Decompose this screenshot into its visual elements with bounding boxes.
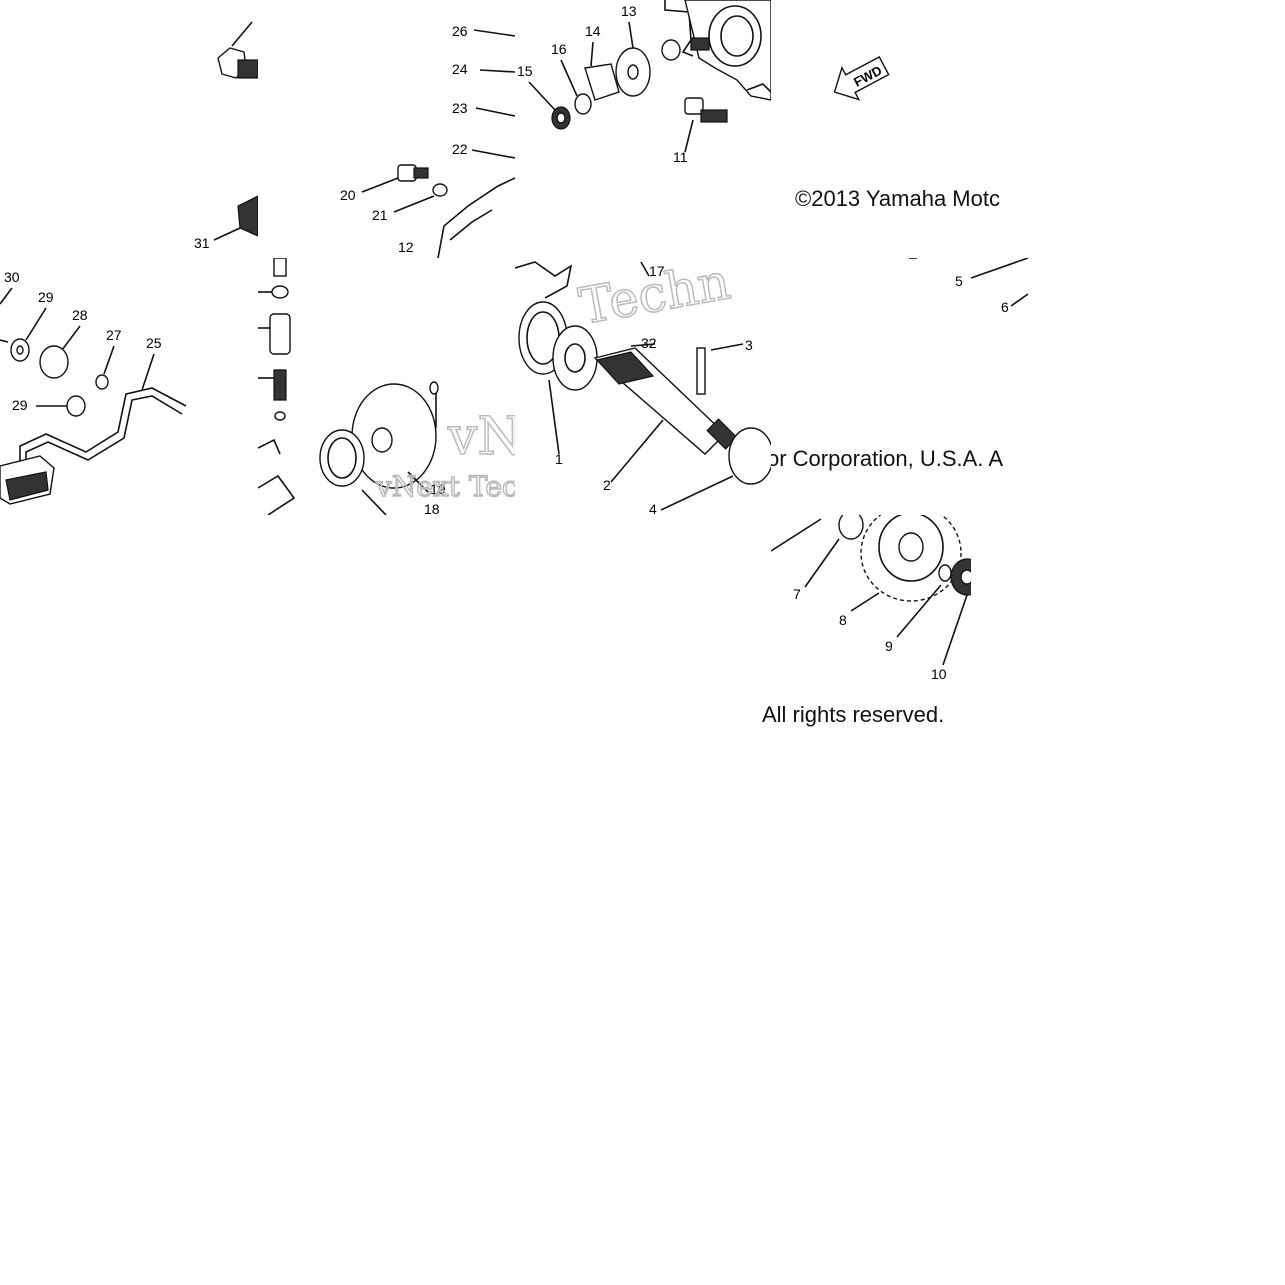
callout-32: 32 — [641, 335, 657, 351]
oil-seal-18 — [319, 429, 365, 487]
watermark-bottom: vNext Tec — [375, 470, 515, 503]
callout-25: 25 — [146, 335, 162, 351]
callout-23: 23 — [452, 100, 468, 116]
callout-29-lower: 29 — [12, 397, 28, 413]
callout-11: 11 — [673, 149, 688, 165]
callout-30: 30 — [4, 269, 20, 285]
callout-31: 31 — [194, 235, 210, 251]
pump-cover — [684, 0, 771, 101]
watermark-top: Techn — [575, 258, 734, 336]
tile-top-center-right-drawing: 13 14 16 15 — [517, 0, 771, 165]
tile-middle-center-right: 17 32 3 1 2 4 Techn — [515, 258, 771, 515]
o-ring — [661, 39, 681, 61]
washer-16 — [574, 93, 592, 115]
spring — [273, 369, 287, 401]
collar-27 — [95, 374, 109, 390]
callout-9: 9 — [885, 638, 893, 654]
callout-18: 18 — [424, 501, 440, 515]
callout-3: 3 — [745, 337, 753, 353]
bolt-11 — [684, 97, 728, 123]
callout-2: 2 — [603, 477, 611, 493]
gasket-32 — [552, 325, 598, 391]
callout-5: 5 — [955, 273, 963, 289]
washer-7 — [838, 515, 864, 540]
tile-middle-left: 30 29 28 27 25 29 — [0, 258, 258, 515]
tile-top-right-drawing: FWD — [833, 56, 890, 101]
copyright-text-part2: or Corporation, U.S.A. A — [771, 446, 1003, 471]
callout-8: 8 — [839, 612, 847, 628]
callout-27: 27 — [106, 327, 122, 343]
washer-9 — [938, 564, 952, 582]
tile-top-left-drawing: 31 — [194, 21, 258, 251]
callout-16: 16 — [551, 41, 567, 57]
link-rod-25 — [19, 387, 187, 470]
callout-10: 10 — [931, 666, 947, 682]
callout-6: 6 — [1001, 299, 1009, 315]
cap-4 — [728, 427, 771, 485]
callout-14: 14 — [585, 23, 601, 39]
bracket-part-31 — [213, 195, 258, 241]
gear-8 — [860, 515, 962, 602]
copyright-text-part1: ©2013 Yamaha Motc — [795, 186, 1000, 211]
callout-21: 21 — [372, 207, 388, 223]
tile-middle-left-drawing: 30 29 28 27 25 29 — [0, 269, 187, 505]
tile-middle-right: 5 6 or Corporation, U.S.A. A — [771, 258, 1028, 515]
valve-stem — [273, 258, 287, 277]
copyright-text-part3: All rights reserved. — [762, 702, 945, 727]
callout-4: 4 — [649, 501, 657, 515]
callout-1: 1 — [555, 451, 563, 467]
screw-20 — [397, 164, 429, 182]
tile-top-right: FWD ©2013 Yamaha Motc — [771, 0, 1028, 258]
tile-top-left: 31 — [0, 0, 258, 258]
callout-7: 7 — [793, 586, 801, 602]
watermark-left: vNe — [447, 407, 515, 467]
callout-20: 20 — [340, 187, 356, 203]
washer-21 — [432, 183, 448, 197]
callout-22: 22 — [452, 141, 468, 157]
callout-28: 28 — [72, 307, 88, 323]
tile-top-middle: 26 24 23 22 20 21 12 — [258, 0, 515, 258]
callout-29-upper: 29 — [38, 289, 54, 305]
washer-29-lower — [66, 395, 86, 417]
callout-12: 12 — [398, 239, 414, 255]
tile-top-center-right: 13 14 16 15 — [515, 0, 771, 258]
callout-17: 17 — [649, 263, 665, 279]
tile-middle-drawing: 19 18 vNe vNext Tec — [258, 258, 515, 515]
bushing-28 — [39, 345, 69, 379]
forward-arrow-icon: FWD — [833, 56, 890, 101]
tile-middle-right-drawing: 5 6 — [909, 258, 1028, 315]
pump-body-edge — [437, 177, 515, 258]
callout-24: 24 — [452, 61, 468, 77]
callout-26: 26 — [452, 23, 468, 39]
callout-19: 19 — [430, 481, 446, 497]
callout-15: 15 — [517, 63, 533, 79]
tile-middle: 19 18 vNe vNext Tec — [258, 258, 515, 515]
tile-top-middle-drawing: 26 24 23 22 20 21 12 — [340, 23, 515, 258]
pin-3 — [696, 347, 706, 395]
tile-lower-right: 7 8 9 10 — [771, 515, 971, 685]
plate-14 — [584, 63, 620, 101]
bolt-head — [217, 21, 258, 79]
worm-shaft-2 — [593, 347, 738, 455]
tile-lower-right-drawing: 7 8 9 10 — [771, 515, 971, 682]
tile-middle-center-right-drawing: 17 32 3 1 2 4 Techn — [515, 258, 771, 515]
check-valve-body — [269, 313, 291, 355]
callout-13: 13 — [621, 3, 637, 19]
